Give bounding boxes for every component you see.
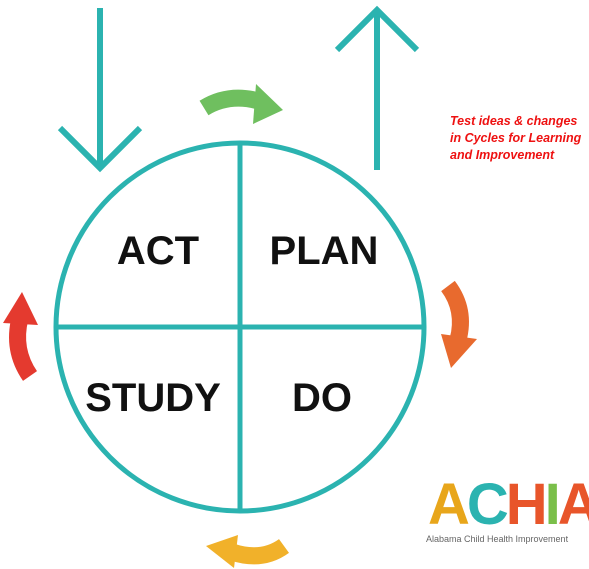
note-line-2: in Cycles for Learning bbox=[450, 131, 582, 145]
arrow-down-icon bbox=[57, 8, 143, 173]
study-label: STUDY bbox=[85, 376, 221, 420]
logo-wordmark: ACHIA bbox=[428, 474, 589, 536]
logo-letter: A bbox=[557, 474, 589, 537]
logo-letter: A bbox=[428, 474, 470, 537]
achia-logo: ACHIA Alabama Child Health Improvement bbox=[420, 474, 589, 569]
do-label: DO bbox=[292, 376, 352, 420]
curved-arrow-icon bbox=[199, 84, 283, 124]
cycle-note: Test ideas & changes in Cycles for Learn… bbox=[450, 113, 589, 164]
curved-arrow-icon bbox=[3, 292, 38, 381]
logo-letter: H bbox=[505, 474, 548, 537]
curved-arrow-icon bbox=[206, 535, 289, 568]
plan-label: PLAN bbox=[270, 229, 379, 273]
logo-letter: I bbox=[544, 474, 561, 537]
arrow-up-icon bbox=[334, 5, 420, 170]
note-line-1: Test ideas & changes bbox=[450, 114, 578, 128]
curved-arrow-icon bbox=[440, 280, 477, 368]
logo-letter: C bbox=[466, 474, 509, 537]
note-line-3: and Improvement bbox=[450, 148, 555, 162]
logo-tagline: Alabama Child Health Improvement bbox=[426, 534, 569, 544]
act-label: ACT bbox=[117, 229, 199, 273]
